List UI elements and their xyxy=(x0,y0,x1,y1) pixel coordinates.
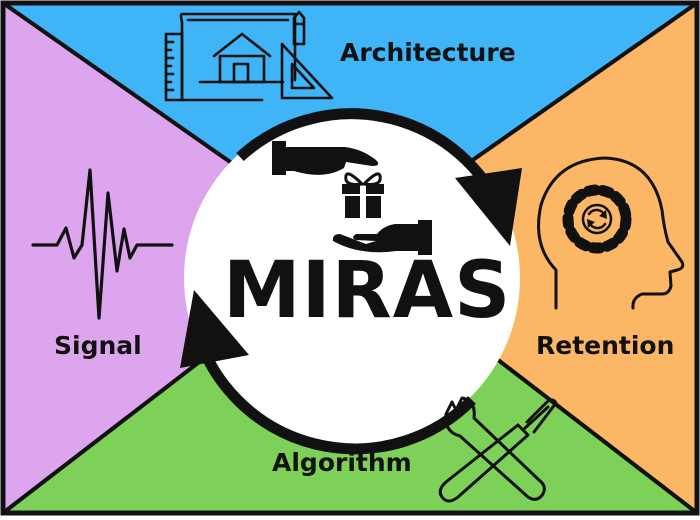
label-algorithm: Algorithm xyxy=(272,448,412,477)
head-gear-icon xyxy=(537,156,685,310)
label-signal: Signal xyxy=(54,331,142,360)
cycle-arrow-left xyxy=(180,290,476,455)
heartbeat-pulse-icon xyxy=(31,168,174,320)
label-architecture: Architecture xyxy=(340,38,516,67)
blueprint-house-icon xyxy=(164,10,334,102)
hands-gift-icon xyxy=(272,141,432,255)
wrench-screwdriver-icon xyxy=(438,396,558,503)
center-title: MIRAS xyxy=(223,246,512,336)
cycle-arrow-right xyxy=(236,108,522,246)
center-circle xyxy=(184,110,520,446)
label-retention: Retention xyxy=(536,331,675,360)
